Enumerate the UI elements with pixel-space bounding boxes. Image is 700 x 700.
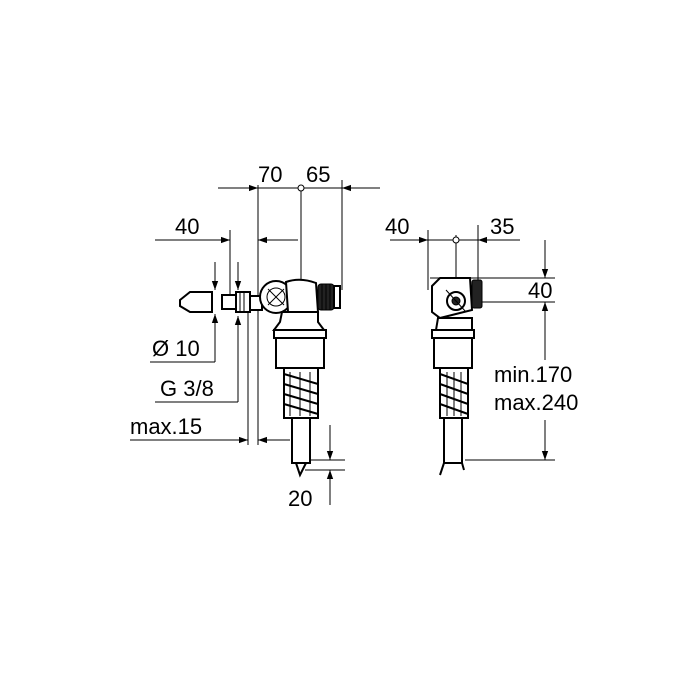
label-65: 65 (306, 162, 330, 187)
label-35: 35 (490, 214, 514, 239)
dimension-40-35 (390, 236, 520, 244)
dimension-g38 (155, 262, 242, 403)
label-20: 20 (288, 486, 312, 511)
side-view (390, 225, 555, 476)
label-40-side: 40 (385, 214, 409, 239)
label-g38: G 3/8 (160, 376, 214, 401)
label-diameter-10: Ø 10 (152, 336, 200, 361)
dimension-diameter-10 (150, 262, 219, 363)
label-70: 70 (258, 162, 282, 187)
label-min170: min.170 (494, 362, 572, 387)
dimension-20 (305, 425, 345, 505)
label-max240: max.240 (494, 390, 578, 415)
front-view (130, 180, 380, 505)
label-40-right: 40 (528, 278, 552, 303)
label-40-left: 40 (175, 214, 199, 239)
label-max15: max.15 (130, 414, 202, 439)
dimension-70-65 (218, 184, 380, 192)
